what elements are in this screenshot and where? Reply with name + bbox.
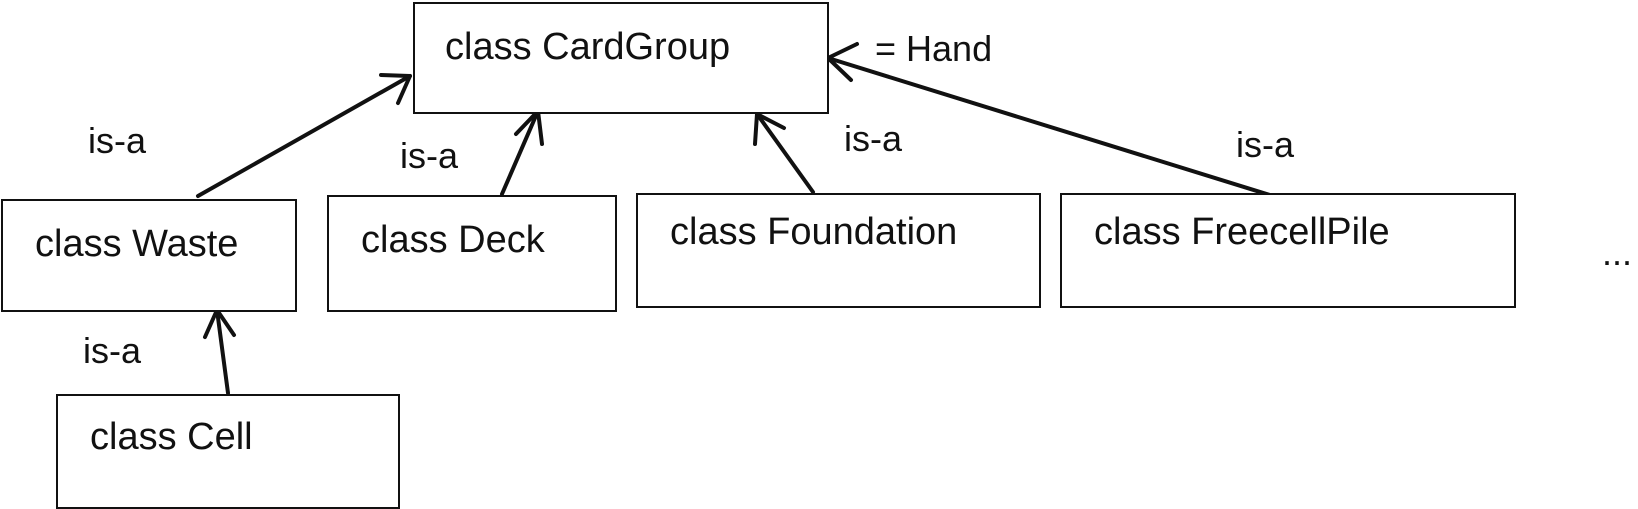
arrow-deck-to-cardgroup xyxy=(500,109,540,196)
node-freecellpile: class FreecellPile xyxy=(1060,193,1516,308)
arrow-waste-to-cardgroup xyxy=(196,74,412,198)
arrowhead-foundation xyxy=(753,112,786,146)
arrowhead-waste xyxy=(379,73,412,105)
node-deck-label: class Deck xyxy=(361,219,545,261)
edge-label-freecellpile: is-a xyxy=(1236,124,1295,165)
node-foundation: class Foundation xyxy=(636,193,1041,308)
node-cell: class Cell xyxy=(56,394,400,509)
node-deck: class Deck xyxy=(327,195,617,312)
edge-label-foundation: is-a xyxy=(844,118,903,159)
arrow-cell-to-waste xyxy=(215,308,230,395)
edge-label-waste: is-a xyxy=(88,120,147,161)
hand-annotation: = Hand xyxy=(875,28,993,69)
node-foundation-label: class Foundation xyxy=(670,211,958,253)
node-waste: class Waste xyxy=(1,199,297,312)
node-waste-label: class Waste xyxy=(35,223,239,265)
node-cardgroup-label: class CardGroup xyxy=(445,26,731,68)
edge-label-deck: is-a xyxy=(400,135,459,176)
edge-label-cell: is-a xyxy=(83,330,142,371)
arrow-freecellpile-to-cardgroup xyxy=(826,56,1275,198)
ellipsis-more: ... xyxy=(1602,232,1633,273)
arrow-foundation-to-cardgroup xyxy=(755,112,815,194)
node-freecellpile-label: class FreecellPile xyxy=(1094,211,1390,253)
node-cell-label: class Cell xyxy=(90,416,253,458)
node-cardgroup: class CardGroup xyxy=(413,2,829,114)
